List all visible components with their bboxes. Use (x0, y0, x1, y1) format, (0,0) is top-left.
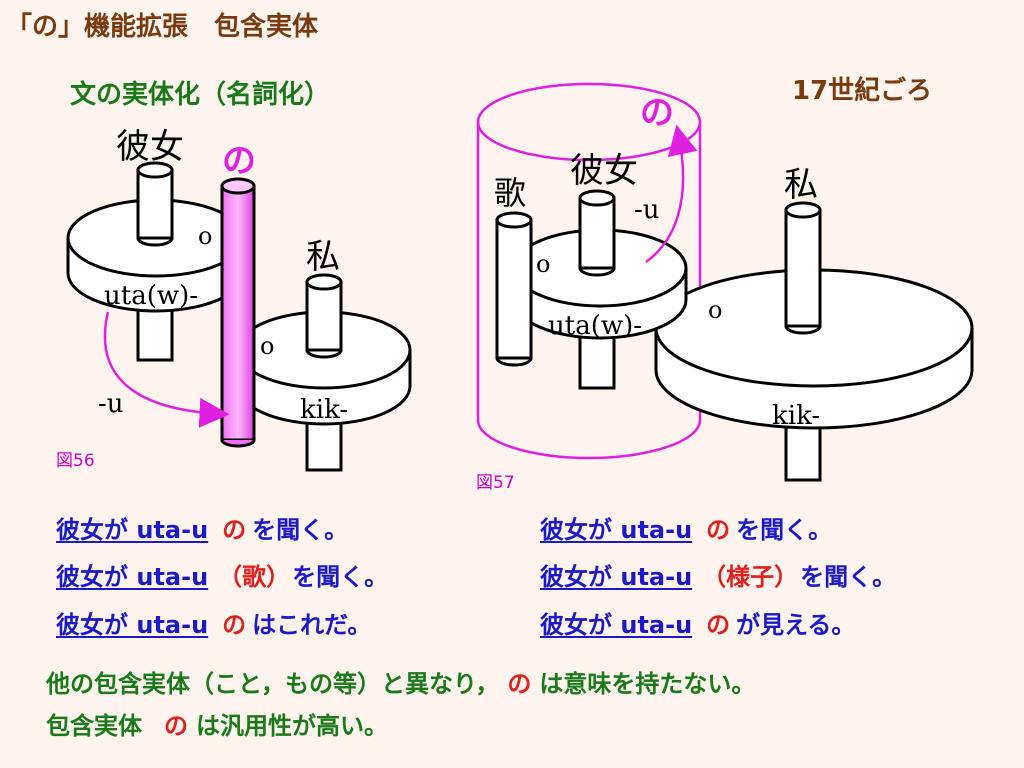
fig57-kik-label: kik- (772, 401, 820, 431)
fig56-no-label: の (222, 141, 256, 181)
fig57-no-label: の (640, 93, 674, 133)
sentence-mid: の (706, 516, 731, 544)
sentence-rest: を聞く。 (736, 516, 833, 544)
sentence-subject: 彼女が uta-u (540, 563, 693, 591)
fig57-uta-label: uta(w)- (548, 311, 642, 341)
fig56-o-left-label: o (198, 222, 212, 250)
right-sentence-2: 彼女が uta-u （様子）を聞く。 (540, 557, 896, 592)
fig57-watashi-label: 私 (784, 165, 818, 205)
left-sentence-3: 彼女が uta-u のはこれだ。 (56, 605, 371, 640)
sentence-rest: はこれだ。 (252, 611, 372, 639)
summary-no: の (164, 712, 188, 740)
left-sentence-1: 彼女が uta-u のを聞く。 (56, 510, 348, 545)
summary-line-2: 包含実体のは汎用性が高い。 (46, 706, 388, 741)
sentence-subject: 彼女が uta-u (56, 611, 209, 639)
sentence-rest: を聞く。 (292, 563, 389, 591)
sentence-mid: の (222, 611, 247, 639)
sentence-mid: （様子） (702, 563, 799, 591)
fig56-o-right-label: o (260, 332, 274, 360)
sentence-subject: 彼女が uta-u (56, 516, 209, 544)
fig57-o-inner-label: o (536, 250, 550, 278)
right-sentence-1: 彼女が uta-u のを聞く。 (540, 510, 832, 545)
fig57-caption: 図57 (476, 473, 515, 493)
century-label: 17世紀ごろ (792, 76, 933, 106)
sentence-mid: の (706, 611, 731, 639)
sentence-subject: 彼女が uta-u (540, 611, 693, 639)
sentence-rest: を聞く。 (800, 563, 897, 591)
sentence-mid: の (222, 516, 247, 544)
summary-text: 他の包含実体（こと，もの等）と異なり， (46, 670, 500, 698)
sentence-subject: 彼女が uta-u (540, 516, 693, 544)
fig57-o-right-label: o (708, 296, 722, 324)
fig56-caption: 図56 (56, 451, 95, 471)
fig57-kanojo-label: 彼女 (570, 151, 638, 191)
figure-57: の 彼女 歌 -u 私 o o uta(w)- kik- (476, 82, 974, 482)
sentence-rest: が見える。 (736, 611, 856, 639)
fig57-u-label: -u (634, 195, 660, 225)
summary-text: は意味を持たない。 (539, 670, 756, 698)
sentence-mid: （歌） (218, 563, 291, 591)
summary-no: の (507, 670, 532, 698)
summary-line-1: 他の包含実体（こと，もの等）と異なり，のは意味を持たない。 (46, 664, 755, 699)
fig56-uta-label: uta(w)- (104, 281, 198, 311)
subtitle: 文の実体化（名詞化） (70, 80, 331, 110)
fig56-kanojo-label: 彼女 (116, 127, 184, 167)
right-sentence-3: 彼女が uta-u のが見える。 (540, 605, 855, 640)
fig57-uta-kanji-label: 歌 (494, 174, 526, 212)
fig56-kik-label: kik- (300, 395, 348, 425)
gear-diagrams: 彼女 の o uta(w)- 私 o -u kik- (66, 82, 974, 482)
sentence-subject: 彼女が uta-u (56, 563, 209, 591)
slide-title: 「の」機能拡張 包含実体 (6, 12, 319, 42)
fig56-watashi-label: 私 (306, 237, 340, 277)
left-sentence-2: 彼女が uta-u （歌）を聞く。 (56, 557, 388, 592)
summary-text: 包含実体 (46, 712, 142, 740)
summary-text: は汎用性が高い。 (196, 712, 388, 740)
fig56-u-label: -u (98, 389, 124, 419)
sentence-rest: を聞く。 (252, 516, 349, 544)
figure-56: 彼女 の o uta(w)- 私 o -u kik- (66, 127, 412, 472)
